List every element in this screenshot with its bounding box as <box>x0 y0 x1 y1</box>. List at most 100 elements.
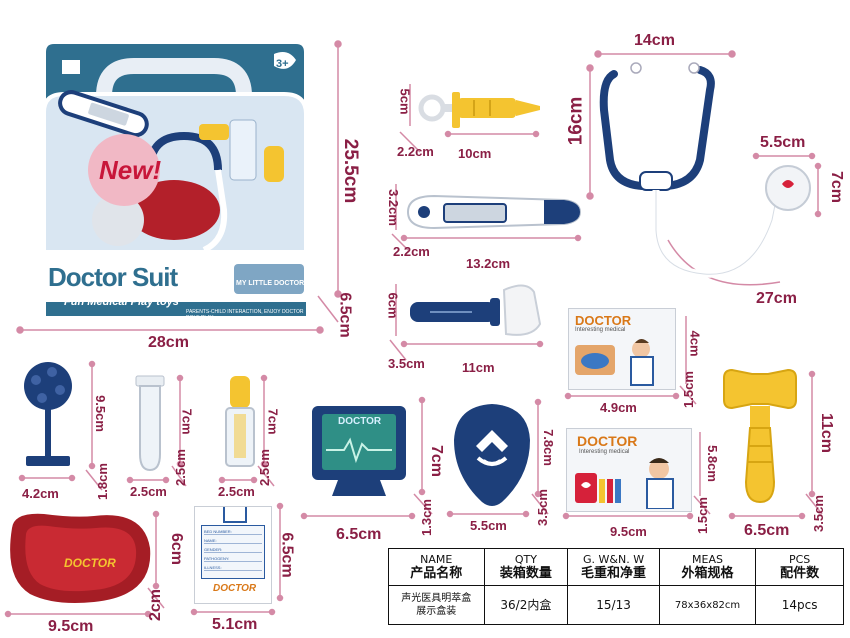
otoscope-depth-label: 3.5cm <box>534 489 550 526</box>
spec-header-en: PCS <box>788 553 811 566</box>
bed-card-panel: BED NUMBER: NAME: GENDER: PATHOGENY: ILL… <box>201 525 265 579</box>
bed-card-line: GENDER: <box>204 547 262 553</box>
medicine-bottle-toy <box>225 376 255 467</box>
tray-width-label: 9.5cm <box>48 618 94 635</box>
spec-table-value-row: 声光医具明萃盒 展示盒装 36/2内盒 15/13 78x36x82cm 14p… <box>388 585 844 625</box>
card-large-art <box>575 458 674 509</box>
head-mirror-toy <box>24 362 72 466</box>
hammer-depth-label: 3.5cm <box>810 495 826 532</box>
box-height-label: 25.5cm <box>340 138 362 204</box>
spec-header-meas: MEAS 外箱规格 <box>658 548 757 586</box>
card-large: DOCTOR Interesting medical <box>566 428 692 512</box>
syringe-height-label: 5cm <box>397 88 413 115</box>
spec-header-en: QTY <box>514 553 537 566</box>
otoscope-height-label: 7.8cm <box>540 429 556 466</box>
mirror-width-label: 4.2cm <box>22 486 59 501</box>
spec-header-cn: 外箱规格 <box>681 566 734 581</box>
spec-header-cn: 产品名称 <box>410 566 463 581</box>
spec-header-cn: 装箱数量 <box>499 566 552 581</box>
tube-depth-label: 2.5cm <box>172 449 188 486</box>
spec-value-qty: 36/2内盒 <box>483 585 569 625</box>
bed-card: BED NUMBER: NAME: GENDER: PATHOGENY: ILL… <box>194 506 272 604</box>
tray-label: DOCTOR <box>64 556 116 570</box>
otoscope-width-label: 5.5cm <box>470 518 507 533</box>
spec-header-en: G. W&N. W <box>583 553 645 566</box>
spec-value-name-line2: 展示盒装 <box>416 606 457 617</box>
card-small-height-label: 4cm <box>687 330 703 357</box>
spec-value-weight: 15/13 <box>567 585 660 625</box>
card-small: DOCTOR Interesting medical <box>568 308 676 390</box>
card-small-width-label: 4.9cm <box>600 400 637 415</box>
spec-value-meas: 78x36x82cm <box>658 585 757 625</box>
spec-header-weight: G. W&N. W 毛重和净重 <box>567 548 660 586</box>
new-badge-text: New! <box>99 155 162 185</box>
stethoscope-height-label: 16cm <box>565 96 587 146</box>
spec-value-name-line1: 声光医具明萃盒 <box>401 593 472 604</box>
box-tagline: Fun Medical Play toys <box>64 296 179 308</box>
stethoscope-chest-width-label: 5.5cm <box>760 134 806 151</box>
box-width-label: 28cm <box>148 334 189 351</box>
thermometer-length-label: 13.2cm <box>466 256 511 271</box>
card-large-title: DOCTOR <box>577 433 638 449</box>
bed-card-label: DOCTOR <box>213 583 257 594</box>
spec-header-en: MEAS <box>692 553 723 566</box>
syringe-depth-label: 2.2cm <box>397 144 434 159</box>
stethoscope-tube-label: 27cm <box>756 290 797 307</box>
bed-card-width-label: 5.1cm <box>212 616 258 633</box>
spec-header-cn: 配件数 <box>780 566 820 581</box>
stethoscope-width-label: 14cm <box>634 32 675 49</box>
box-depth-label: 6.5cm <box>336 292 354 338</box>
syringe-toy <box>418 92 540 128</box>
bed-card-line: NAME: <box>204 538 262 544</box>
card-small-subtitle: Interesting medical <box>575 327 626 333</box>
otoscope-toy <box>454 404 530 506</box>
thermometer-toy <box>406 194 582 230</box>
spec-header-name: NAME 产品名称 <box>388 548 485 586</box>
syringe-length-label: 10cm <box>458 146 492 161</box>
reflex-light-depth-label: 3.5cm <box>388 356 425 371</box>
hammer-width-label: 6.5cm <box>744 522 790 539</box>
heart-monitor-toy <box>312 406 406 496</box>
test-tube-toy <box>135 375 165 472</box>
monitor-width-label: 6.5cm <box>336 526 382 543</box>
monitor-height-label: 7cm <box>428 444 446 478</box>
card-small-depth-label: 1.5cm <box>680 371 696 408</box>
reflex-light-length-label: 11cm <box>462 360 495 375</box>
spec-header-pcs: PCS 配件数 <box>755 548 844 586</box>
spec-value-name: 声光医具明萃盒 展示盒装 <box>388 585 485 625</box>
card-large-depth-label: 1.5cm <box>694 497 710 534</box>
card-small-title: DOCTOR <box>575 313 632 328</box>
bed-card-clip <box>223 507 247 523</box>
card-large-width-label: 9.5cm <box>610 524 647 539</box>
tube-width-label: 2.5cm <box>130 484 167 499</box>
hammer-height-label: 11cm <box>818 412 836 454</box>
bed-card-height-label: 6.5cm <box>278 532 296 578</box>
reflex-light-toy <box>410 284 542 336</box>
stethoscope-toy <box>599 62 811 278</box>
spec-table-header-row: NAME 产品名称 QTY 装箱数量 G. W&N. W 毛重和净重 MEAS … <box>388 548 844 586</box>
spec-table: NAME 产品名称 QTY 装箱数量 G. W&N. W 毛重和净重 MEAS … <box>388 548 844 625</box>
spec-value-pcs: 14pcs <box>755 585 844 625</box>
card-large-height-label: 5.8cm <box>704 445 720 482</box>
monitor-screen-label: DOCTOR <box>338 416 382 427</box>
tray-depth-label: 2cm <box>147 588 165 622</box>
stethoscope-chest-height-label: 7cm <box>828 170 846 204</box>
tube-height-label: 7cm <box>179 408 195 435</box>
thermometer-depth-label: 2.2cm <box>393 244 430 259</box>
spec-header-qty: QTY 装箱数量 <box>483 548 569 586</box>
age-badge: 3+ <box>276 58 289 70</box>
bottle-height-label: 7cm <box>265 408 281 435</box>
toy-box: New! 3+ Doctor Suit Fun Medical Play toy… <box>34 40 316 322</box>
card-large-subtitle: Interesting medical <box>579 449 630 455</box>
bed-card-line: PATHOGENY: <box>204 556 262 562</box>
kidney-tray-toy <box>10 513 151 603</box>
reflex-light-height-label: 6cm <box>385 292 401 319</box>
tray-height-label: 6cm <box>168 532 186 566</box>
bottle-depth-label: 2.5cm <box>256 449 272 486</box>
bottle-width-label: 2.5cm <box>218 484 255 499</box>
box-footer-text: PARENTS-CHILD INTERACTION, ENJOY DOCTOR … <box>186 309 304 321</box>
box-brand-title: Doctor Suit <box>48 262 178 292</box>
toy-box-illustration <box>42 44 308 316</box>
card-small-art <box>575 339 654 386</box>
